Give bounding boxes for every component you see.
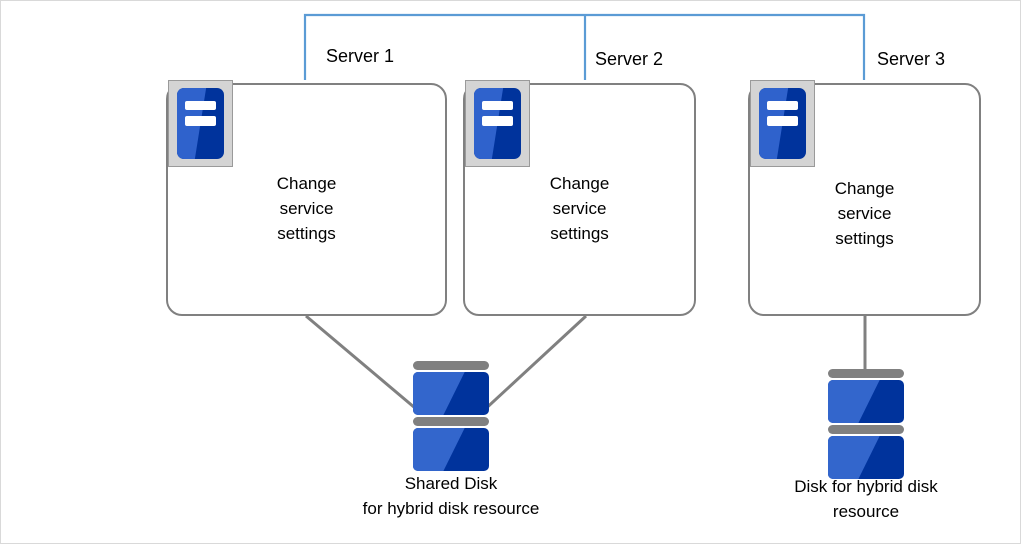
- chip-bar-bottom: [766, 116, 798, 126]
- chip-bar-bottom: [184, 116, 216, 126]
- connector-server1-to-shared-disk: [305, 314, 422, 415]
- service-settings-icon-3[interactable]: [750, 80, 815, 167]
- server-2-label: Server 2: [595, 49, 664, 69]
- server-chip-graphic: [177, 88, 224, 159]
- chip-bar-top: [766, 100, 798, 110]
- service-settings-icon-1[interactable]: [168, 80, 233, 167]
- disk-cap-middle: [413, 417, 489, 426]
- chip-bar-top: [481, 100, 513, 110]
- server-chip-graphic: [759, 88, 806, 159]
- connector-server2-to-shared-disk: [479, 314, 588, 415]
- disk-stack-icon-local[interactable]: [828, 369, 904, 479]
- disk-cap-top: [413, 361, 489, 370]
- disk-stack-icon-shared[interactable]: [413, 361, 489, 471]
- server-box-2[interactable]: [463, 83, 696, 316]
- server-1-body-text: Change service settings: [276, 174, 337, 243]
- server-2-body-text: Change service settings: [549, 174, 610, 243]
- disk-platter-upper: [413, 372, 489, 415]
- server-1-label: Server 1: [326, 46, 395, 66]
- shared-disk-caption: Shared Disk for hybrid disk resource: [362, 474, 540, 518]
- disk-cap-top: [828, 369, 904, 378]
- disk-platter-lower: [413, 428, 489, 471]
- server-chip-graphic: [474, 88, 521, 159]
- chip-bar-top: [184, 100, 216, 110]
- chip-bar-bottom: [481, 116, 513, 126]
- disk-platter-lower: [828, 436, 904, 479]
- local-disk-caption: Disk for hybrid disk resource: [794, 477, 938, 521]
- disk-platter-upper: [828, 380, 904, 423]
- disk-cap-middle: [828, 425, 904, 434]
- server-3-body-text: Change service settings: [834, 179, 895, 248]
- server-3-label: Server 3: [877, 49, 946, 69]
- server-group-bracket: [303, 13, 866, 80]
- service-settings-icon-2[interactable]: [465, 80, 530, 167]
